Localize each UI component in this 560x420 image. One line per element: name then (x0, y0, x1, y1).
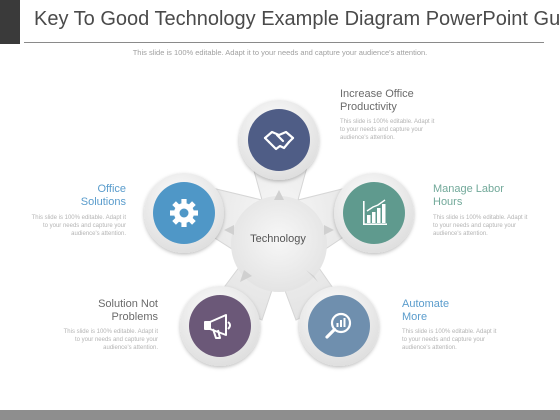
body-manage-labor: This slide is 100% editable. Adapt it to… (433, 214, 527, 238)
heading-increase-productivity: Increase Office Productivity (340, 88, 414, 114)
arrow-down-left (240, 270, 252, 282)
gear-icon (170, 199, 198, 227)
heading-line: Increase Office (340, 88, 414, 100)
title-divider (24, 42, 544, 43)
heading-line: More (402, 311, 428, 323)
megaphone-icon (204, 314, 231, 339)
heading-line: Problems (111, 311, 158, 323)
heading-office-solutions: Office Solutions (30, 183, 126, 209)
body-line: audience's attention. (71, 231, 126, 237)
heading-line: Manage Labor (433, 183, 504, 195)
body-line: This slide is 100% editable. Adapt it (402, 329, 497, 335)
node-automate-circle (308, 295, 370, 357)
body-line: to your needs and capture your (402, 337, 486, 343)
node-automate (299, 286, 379, 366)
node-manage-labor (334, 173, 414, 253)
handshake-icon (263, 130, 295, 151)
heading-line: Productivity (340, 101, 397, 113)
node-increase-productivity (239, 100, 319, 180)
body-office-solutions: This slide is 100% editable. Adapt it to… (8, 214, 126, 238)
body-line: audience's attention. (433, 231, 488, 237)
arrow-right (324, 225, 334, 235)
body-line: This slide is 100% editable. Adapt it (31, 215, 126, 221)
hub-arrows (224, 190, 334, 282)
node-solution-problems (180, 286, 260, 366)
body-line: audience's attention. (340, 135, 395, 141)
node-increase-productivity-circle (248, 109, 310, 171)
body-line: to your needs and capture your (74, 337, 158, 343)
body-line: audience's attention. (103, 345, 158, 351)
center-label: Technology (250, 233, 306, 245)
heading-line: Solution Not (98, 298, 158, 310)
body-line: This slide is 100% editable. Adapt it (63, 329, 158, 335)
body-increase-productivity: This slide is 100% editable. Adapt it to… (340, 118, 434, 142)
arrow-up (274, 190, 284, 200)
body-solution-problems: This slide is 100% editable. Adapt it to… (38, 328, 158, 352)
heading-line: Hours (433, 196, 463, 208)
heading-solution-problems: Solution Not Problems (60, 298, 158, 324)
body-line: This slide is 100% editable. Adapt it (340, 119, 435, 125)
heading-line: Solutions (80, 196, 126, 208)
arrow-down-right (306, 270, 318, 282)
center-hub (195, 133, 361, 321)
heading-line: Automate (402, 298, 450, 310)
body-automate: This slide is 100% editable. Adapt it to… (402, 328, 496, 352)
body-line: to your needs and capture your (42, 223, 126, 229)
arrow-left (224, 225, 234, 235)
heading-automate: Automate More (402, 298, 449, 324)
heading-manage-labor: Manage Labor Hours (433, 183, 504, 209)
node-solution-problems-circle (189, 295, 251, 357)
slide-subtitle: This slide is 100% editable. Adapt it to… (132, 48, 428, 57)
node-office-solutions (144, 173, 224, 253)
body-line: to your needs and capture your (433, 223, 517, 229)
body-line: This slide is 100% editable. Adapt it (433, 215, 528, 221)
slide-title: Key To Good Technology Example Diagram P… (34, 8, 560, 30)
bar-chart-icon (363, 199, 387, 225)
body-line: audience's attention. (402, 345, 457, 351)
title-accent-bar (0, 0, 20, 44)
magnifier-chart-icon (325, 312, 352, 339)
body-line: to your needs and capture your (340, 127, 424, 133)
footer-bar (0, 410, 560, 420)
heading-line: Office (97, 183, 126, 195)
